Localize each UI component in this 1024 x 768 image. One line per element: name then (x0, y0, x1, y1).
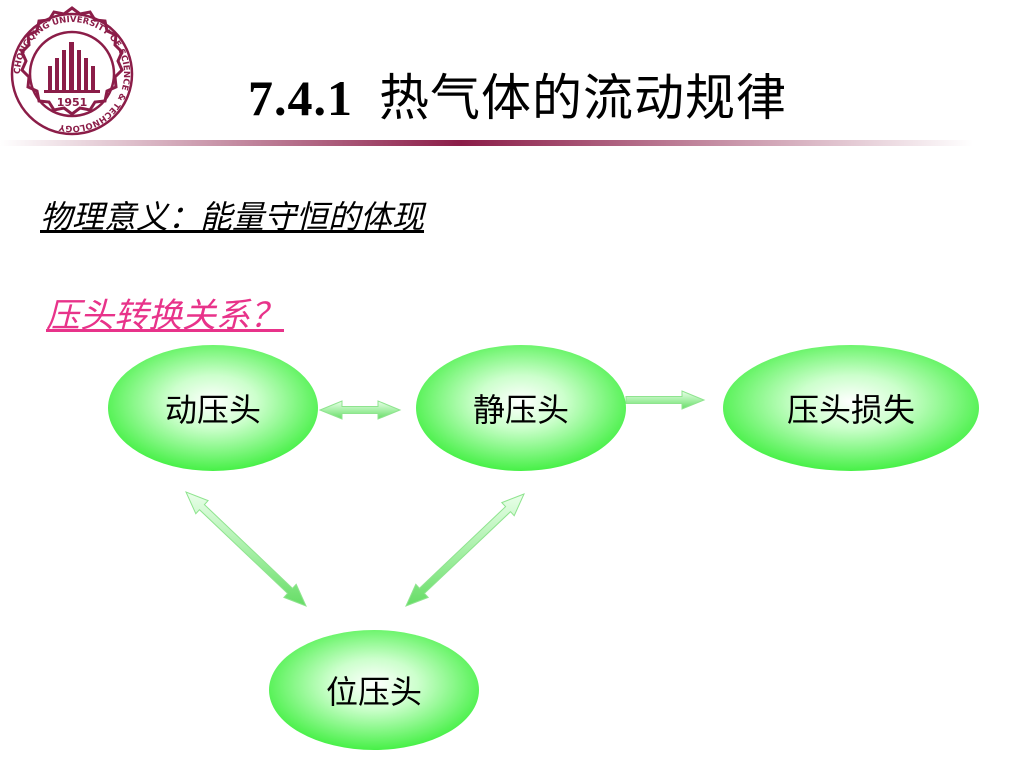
slide-title: 7.4.1 热气体的流动规律 (248, 58, 787, 130)
node-label-loss: 压头损失 (786, 391, 916, 429)
seal-year: 1951 (57, 96, 88, 109)
node-dynamic (108, 345, 318, 471)
university-seal-icon: CHONGQING UNIVERSITY OF SCIENCE & TECHNO… (10, 6, 134, 136)
node-loss (723, 345, 979, 471)
arrow-static-loss (625, 390, 706, 410)
node-label-static: 静压头 (472, 391, 570, 429)
arrow-static-position (405, 493, 525, 607)
node-label-dynamic: 动压头 (164, 391, 262, 429)
node-position (269, 630, 479, 750)
title-divider (0, 140, 1024, 146)
arrow-dynamic-position (185, 491, 307, 607)
section-number: 7.4.1 (248, 70, 353, 126)
node-static (416, 345, 626, 471)
question-text: 压头转换关系？ (46, 288, 306, 337)
node-label-position: 位压头 (325, 673, 423, 711)
title-text: 热气体的流动规律 (379, 70, 787, 126)
subtitle: 物理意义：能量守恒的体现 (40, 198, 425, 236)
arrow-dynamic-static (318, 400, 402, 420)
question-label: 压头转换关系？ (46, 296, 284, 336)
